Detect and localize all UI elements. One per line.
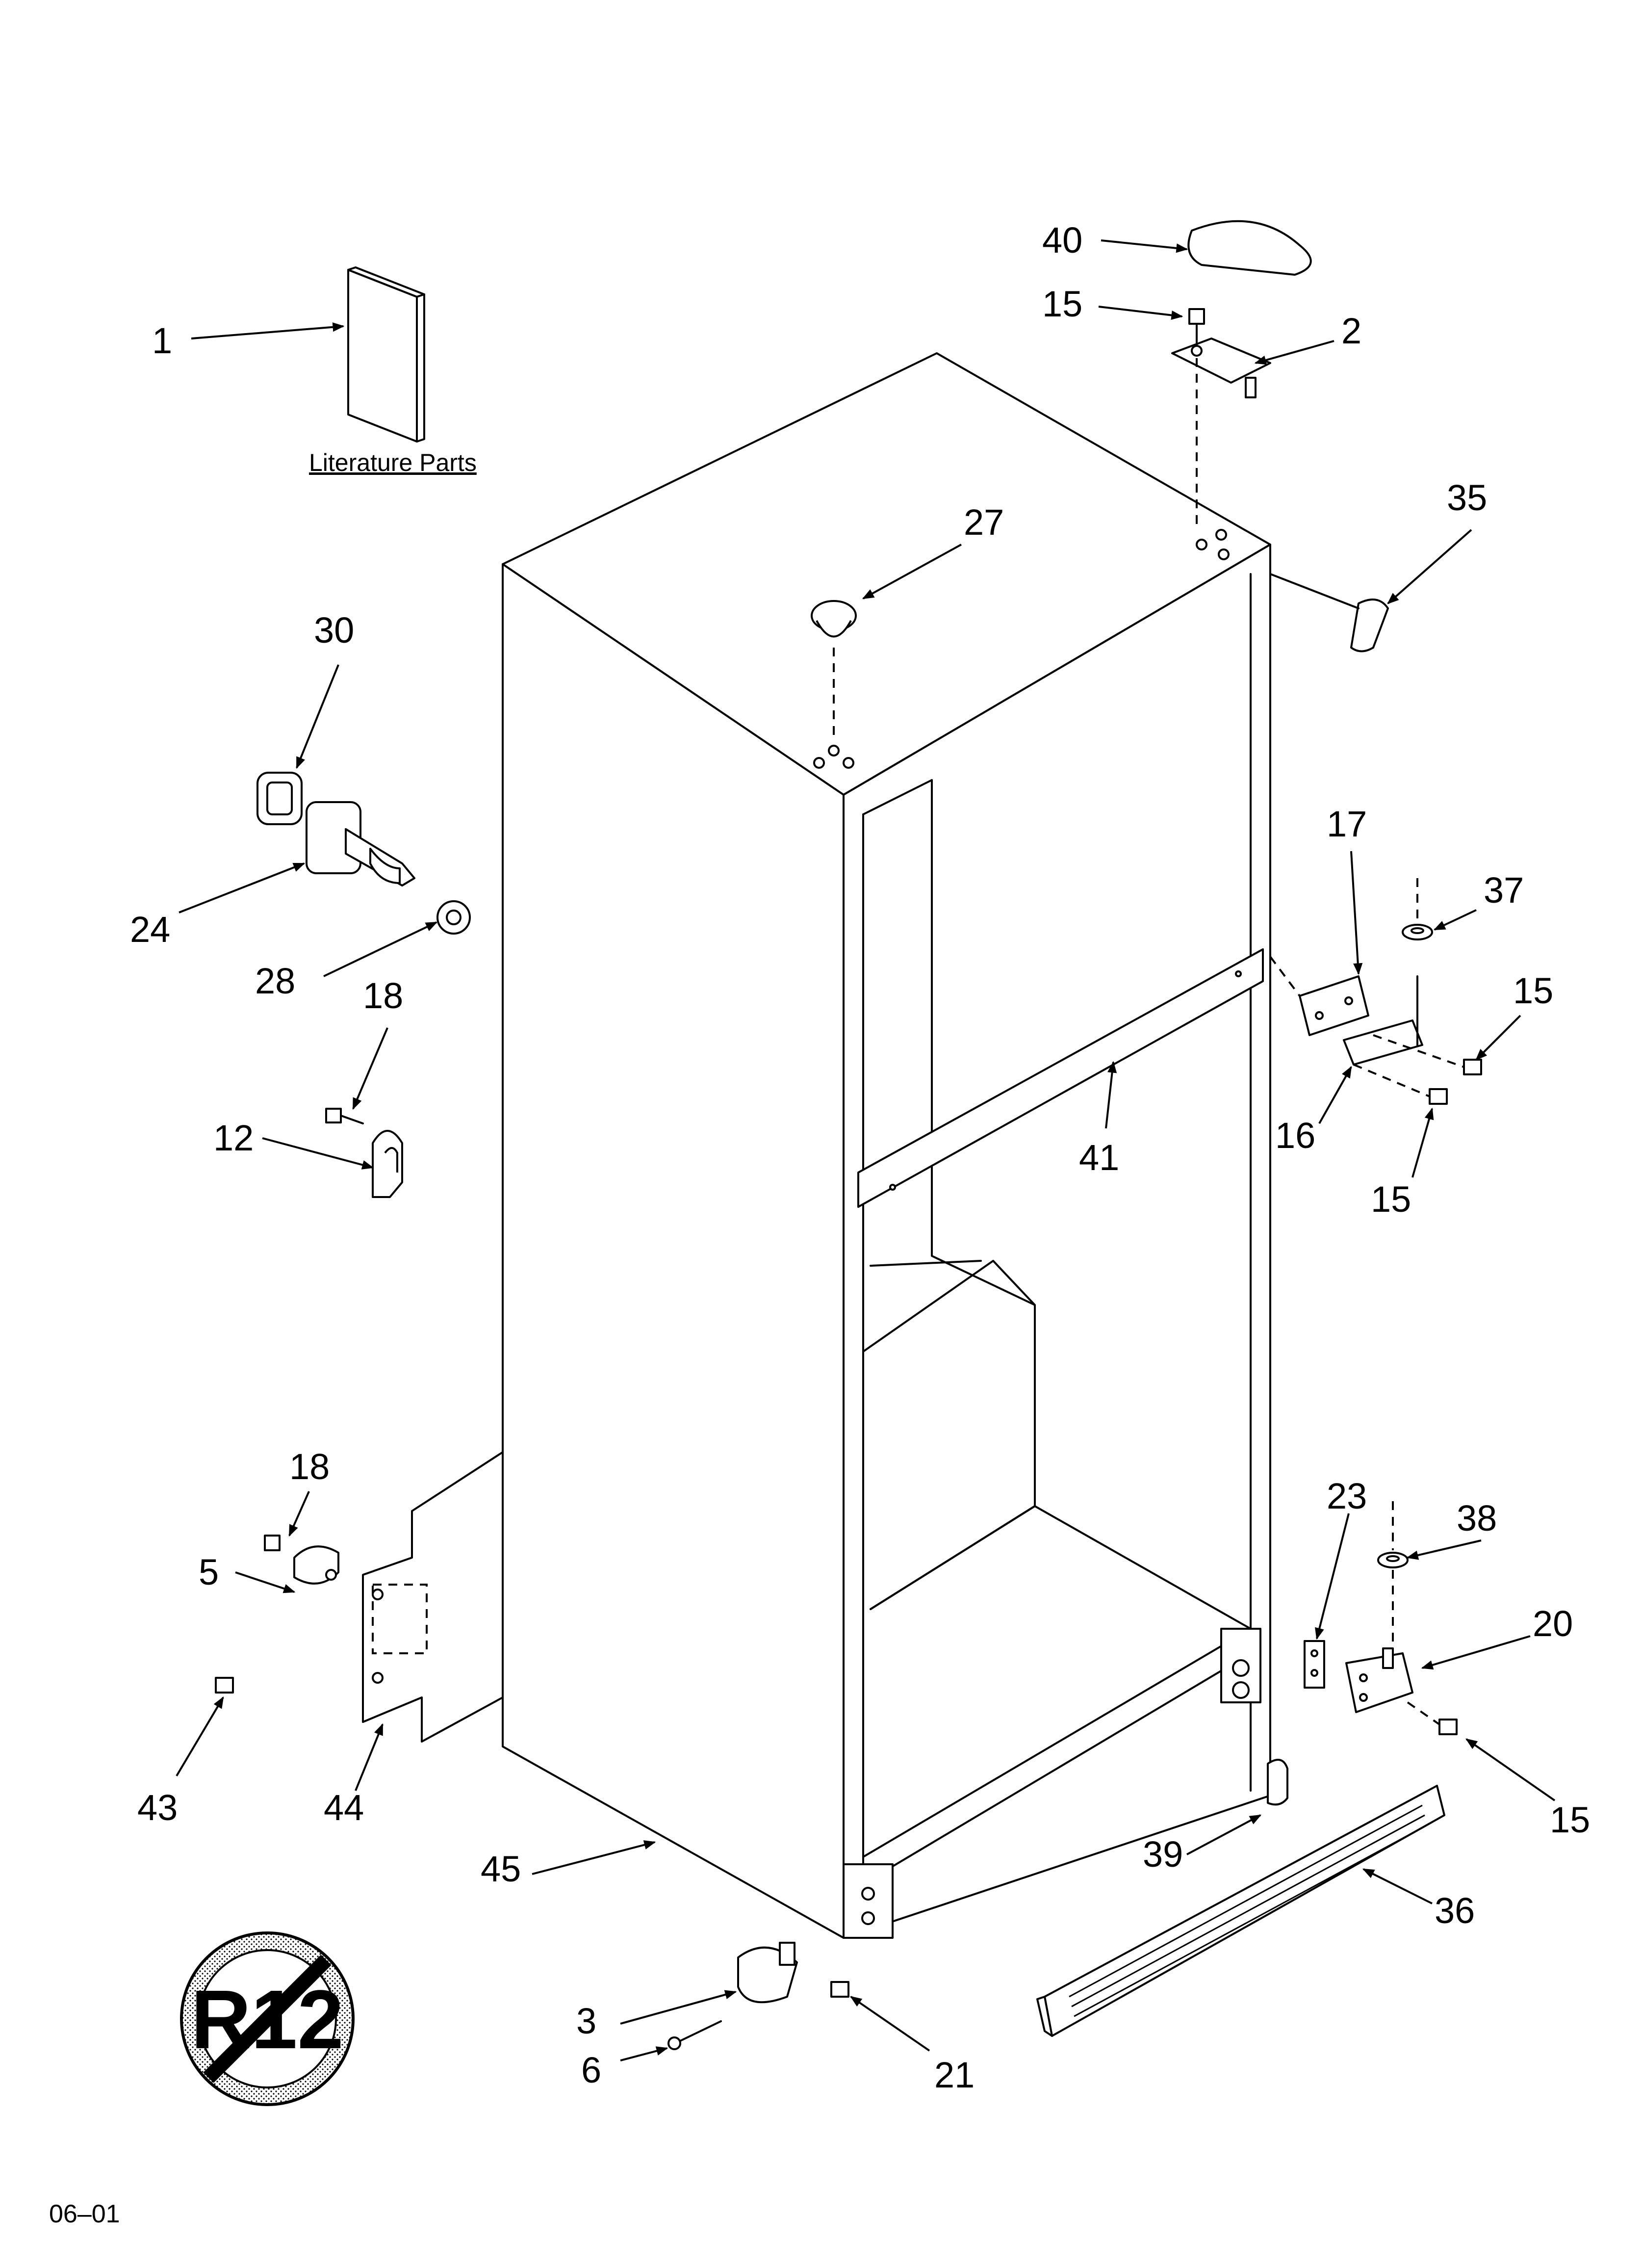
callout-37: 37	[1484, 870, 1524, 911]
door-stop	[1269, 573, 1389, 652]
top-hinge-screw	[1188, 308, 1205, 347]
footer-code: 06–01	[49, 2200, 120, 2228]
callout-35: 35	[1447, 477, 1487, 518]
callout-36: 36	[1435, 1890, 1475, 1931]
callout-18: 18	[289, 1446, 330, 1487]
bottom-hinge-20	[1345, 1647, 1413, 1713]
bracket-44	[362, 1451, 504, 1743]
callout-12: 12	[213, 1118, 254, 1158]
callout-39: 39	[1143, 1834, 1183, 1875]
washer-38	[1377, 1501, 1409, 1648]
callout-38: 38	[1457, 1498, 1497, 1538]
callouts: 1 40 15 2 27 35 30 24 28 18 12 17 37 15 …	[130, 220, 1590, 2095]
shaft-24	[306, 801, 415, 886]
literature-parts-booklet	[347, 266, 425, 443]
callout-15: 15	[1371, 1179, 1411, 1220]
hole-plug	[811, 600, 857, 736]
callout-17: 17	[1327, 804, 1367, 844]
screw-43	[215, 1677, 234, 1694]
screw-15-mid-a	[1463, 1059, 1482, 1075]
screw-18-upper	[325, 1108, 364, 1124]
hinge-16	[1343, 975, 1423, 1066]
screw-15-lower	[1407, 1701, 1458, 1735]
screw-21	[830, 1981, 849, 1998]
bushing-28	[436, 900, 471, 935]
callout-30: 30	[314, 610, 354, 651]
hinge-cap	[1187, 220, 1312, 276]
screw-15-mid-b	[1429, 1088, 1448, 1105]
callout-21: 21	[934, 2055, 975, 2095]
hinge-bracket-17	[1299, 975, 1369, 1036]
clip-12	[372, 1130, 403, 1198]
leveler-3	[737, 1942, 798, 2004]
callout-40: 40	[1042, 220, 1082, 261]
callout-5: 5	[199, 1552, 219, 1592]
clamp-5	[293, 1545, 339, 1585]
callout-23: 23	[1327, 1476, 1367, 1516]
callout-20: 20	[1533, 1603, 1573, 1644]
callout-1: 1	[152, 320, 172, 361]
callout-2: 2	[1341, 311, 1361, 351]
callout-41: 41	[1079, 1137, 1119, 1178]
cabinet	[502, 352, 1271, 1939]
callout-24: 24	[130, 909, 170, 950]
toe-grille-36	[1036, 1785, 1445, 2037]
literature-parts-caption: Literature Parts	[309, 449, 477, 476]
callout-44: 44	[324, 1787, 364, 1828]
callout-16: 16	[1275, 1115, 1315, 1156]
callout-45: 45	[481, 1849, 521, 1889]
no-r12-symbol: R12	[180, 1931, 355, 2106]
callout-43: 43	[137, 1787, 178, 1828]
callout-15: 15	[1550, 1799, 1590, 1840]
grille-clip-39	[1267, 1759, 1288, 1806]
leaders	[176, 239, 1556, 2061]
shim-23	[1304, 1640, 1325, 1689]
callout-18: 18	[363, 975, 403, 1016]
pin-6	[667, 2020, 722, 2050]
callout-15: 15	[1513, 970, 1553, 1011]
callout-28: 28	[255, 961, 295, 1001]
callout-6: 6	[581, 2050, 601, 2090]
callout-27: 27	[964, 502, 1004, 543]
gasket-30	[257, 772, 303, 825]
callout-3: 3	[576, 2001, 596, 2041]
washer-37	[1402, 878, 1433, 940]
callout-15: 15	[1042, 284, 1082, 324]
screw-18-lower	[264, 1535, 281, 1551]
